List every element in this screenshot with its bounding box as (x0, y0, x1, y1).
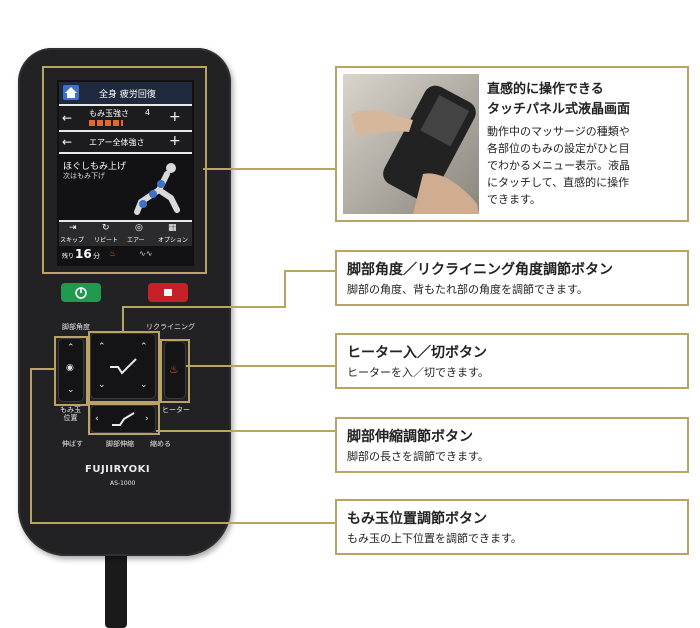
tab-repeat[interactable]: リピート (94, 237, 119, 244)
leg-angle-label: 脚部角度 (62, 323, 90, 331)
callout-heater-button: ヒーター入／切ボタン ヒーターを入／切できます。 (335, 333, 689, 389)
callout-title: ヒーター入／切ボタン (347, 345, 487, 361)
momi-position-label: もみ玉 位置 (60, 406, 81, 422)
model-number: AS-1000 (110, 480, 136, 487)
hand-remote-photo (343, 74, 479, 214)
current-program: ほぐしもみ上げ (63, 162, 127, 172)
heater-highlight-frame (160, 339, 190, 403)
home-icon[interactable] (63, 85, 79, 100)
screen-course-title: 全身 疲労回復 (99, 90, 156, 100)
shrink-label: 縮める (150, 440, 171, 448)
plus-button[interactable]: + (169, 109, 181, 125)
air-icon: ◎ (135, 223, 143, 233)
extend-label: 伸ばす (62, 440, 83, 448)
callout-title: 脚部角度／リクライニング角度調節ボタン (347, 262, 613, 278)
callout-leg-stretch: 脚部伸縮調節ボタン 脚部の長さを調節できます。 (335, 417, 689, 473)
option-icon: ▦ (168, 223, 177, 233)
down-arrow-icon: ⌄ (67, 385, 75, 395)
skip-icon: ⇥ (69, 223, 77, 233)
tab-air[interactable]: エアー (127, 237, 145, 244)
screen-status-bar: 残り 16 分 ♨ ∿∿ (59, 246, 192, 264)
plus-button[interactable]: + (169, 133, 181, 149)
power-button[interactable] (61, 283, 101, 302)
callout-description: 脚部の角度、背もたれ部の角度を調節できます。 (347, 283, 588, 296)
callout-description: ヒーターを入／切できます。 (347, 366, 489, 379)
screen-row-air-strength: ← エアー全体強さ + (59, 132, 192, 152)
up-arrow-icon: ⌃ (98, 342, 106, 352)
callout-description: 脚部の長さを調節できます。 (347, 450, 489, 463)
connector-line (186, 365, 335, 367)
time-remaining-unit: 分 (93, 252, 100, 260)
connector-line (156, 430, 335, 432)
remote-cord (105, 548, 127, 628)
callout-touch-panel: 直感的に操作できる タッチパネル式液晶画面 動作中のマッサージの種類や 各部位の… (335, 66, 689, 222)
callout-title: もみ玉位置調節ボタン (347, 511, 487, 527)
tab-option[interactable]: オプション (158, 237, 189, 244)
recline-label: リクライニング (146, 323, 195, 331)
screen-program-area: ほぐしもみ上げ 次はもみ下げ (59, 154, 192, 220)
screen-highlight-frame (42, 66, 207, 274)
connector-line (30, 368, 32, 523)
minus-button[interactable]: ← (62, 111, 73, 125)
screen-header-bar: 全身 疲労回復 (59, 82, 192, 104)
leg-angle-recline-button[interactable]: ⌃ ⌃ ⌄ ⌄ (90, 333, 156, 399)
angle-highlight-frame (88, 331, 160, 403)
left-arrow-icon: ‹ (95, 414, 99, 424)
strength-level-bar (89, 120, 123, 126)
stop-button[interactable] (148, 283, 188, 302)
up-arrow-icon: ⌃ (67, 343, 75, 353)
repeat-icon: ↻ (102, 223, 110, 233)
connector-line (122, 306, 124, 333)
brand-logo: FUJIIRYOKI (85, 464, 151, 475)
connector-line (30, 522, 335, 524)
callout-title-line1: 直感的に操作できる (487, 82, 604, 97)
tab-skip[interactable]: スキップ (60, 237, 85, 244)
connector-line (203, 168, 335, 170)
momi-position-button[interactable]: ⌃ ◉ ⌄ (58, 338, 84, 402)
screen-row-momi-strength: ← もみ玉強さ 4 + (59, 106, 192, 130)
momi-highlight-frame (54, 336, 88, 406)
stretch-highlight-frame (88, 403, 160, 435)
callout-description: もみ玉の上下位置を調節できます。 (347, 532, 522, 545)
callout-title-line2: タッチパネル式液晶画面 (487, 102, 631, 117)
down-arrow-icon: ⌄ (140, 380, 148, 390)
callout-angle-buttons: 脚部角度／リクライニング角度調節ボタン 脚部の角度、背もたれ部の角度を調節できま… (335, 250, 689, 306)
air-wave-icon: ∿∿ (139, 249, 153, 258)
heater-button[interactable]: ♨ (164, 341, 186, 399)
leg-stretch-label: 脚部伸縮 (106, 440, 134, 448)
screen-tab-bar: スキップ リピート エアー オプション ⇥ ↻ ◎ ▦ (59, 222, 192, 246)
connector-line (122, 306, 285, 308)
connector-line (284, 270, 286, 308)
heater-status-icon: ♨ (109, 249, 117, 258)
momi-strength-value: 4 (145, 108, 151, 117)
air-strength-label: エアー全体強さ (89, 138, 145, 147)
right-arrow-icon: › (145, 414, 149, 424)
callout-momi-position: もみ玉位置調節ボタン もみ玉の上下位置を調節できます。 (335, 499, 689, 555)
time-remaining-prefix: 残り (62, 253, 75, 260)
body-figure-icon (131, 160, 187, 222)
callout-description: 動作中のマッサージの種類や 各部位のもみの設定がひと目 でわかるメニュー表示。液… (487, 125, 630, 206)
connector-line (30, 368, 56, 370)
lcd-touch-screen[interactable]: 全身 疲労回復 ← もみ玉強さ 4 + ← エアー全体強さ + ほぐしもみ上げ … (57, 80, 194, 266)
magnifier-icon: ◉ (66, 363, 74, 373)
heater-label: ヒーター (162, 406, 190, 414)
leg-stretch-button[interactable]: ‹ › (90, 405, 156, 433)
reclining-seat-icon (108, 355, 138, 381)
momi-strength-label: もみ玉強さ (89, 109, 129, 118)
next-program: 次はもみ下げ (63, 172, 105, 180)
heater-icon: ♨ (169, 363, 179, 376)
down-arrow-icon: ⌄ (98, 380, 106, 390)
time-remaining-value: 16 (75, 247, 92, 261)
connector-line (284, 270, 335, 272)
callout-title: 脚部伸縮調節ボタン (347, 429, 473, 445)
up-arrow-icon: ⌃ (140, 342, 148, 352)
leg-stretch-icon (110, 409, 136, 433)
minus-button[interactable]: ← (62, 135, 73, 149)
